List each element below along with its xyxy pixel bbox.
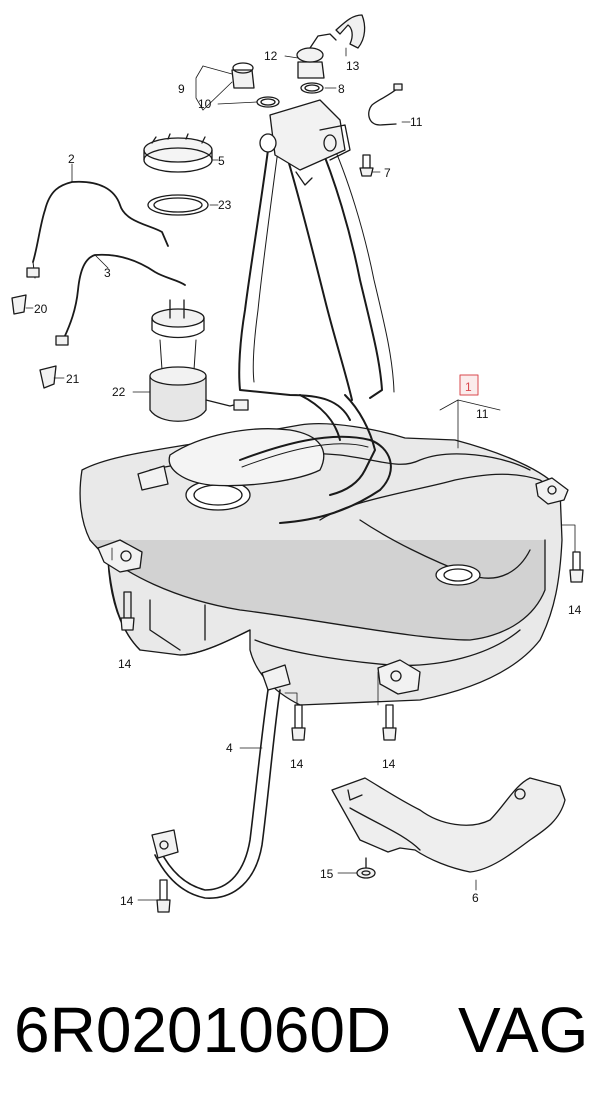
callout-7: 7 — [384, 166, 391, 180]
vent-valve-12 — [296, 33, 337, 79]
breather-hose-13 — [335, 14, 366, 49]
seal-10-and-valve-9 — [231, 62, 280, 108]
callout-10: 10 — [198, 97, 212, 111]
callout-numbers: 1 2 3 4 5 6 7 8 9 10 11 11 12 13 14 14 1… — [34, 49, 582, 908]
callout-13: 13 — [346, 59, 360, 73]
exploded-parts-diagram: 1 2 3 4 5 6 7 8 9 10 11 11 12 13 14 14 1… — [11, 14, 584, 913]
fuel-line-2 — [26, 180, 169, 279]
bolts-14 — [120, 551, 584, 913]
nut-15 — [356, 857, 376, 879]
callout-11-tank: 11 — [476, 407, 489, 421]
callout-14-center: 14 — [382, 757, 396, 771]
part-number: 6R0201060D — [14, 994, 392, 1066]
fuel-pump-module-22 — [149, 299, 249, 422]
highlight-box-1 — [459, 374, 479, 396]
fuel-tank — [79, 423, 569, 706]
callout-22: 22 — [112, 385, 126, 399]
tank-strap-4 — [151, 664, 291, 899]
callout-15: 15 — [320, 867, 334, 881]
seal-ring-23 — [147, 194, 209, 216]
connector-20 — [11, 294, 27, 315]
callout-11-cable: 11 — [410, 115, 423, 129]
callout-14-bottom: 14 — [120, 894, 134, 908]
brand-name: VAG — [458, 994, 589, 1066]
callout-4: 4 — [226, 741, 233, 755]
callout-1: 1 — [465, 380, 472, 394]
sensor-cable-11 — [368, 83, 403, 126]
callout-5: 5 — [218, 154, 225, 168]
heat-shield-6 — [331, 777, 566, 873]
bolt-7 — [359, 154, 374, 177]
callout-9: 9 — [178, 82, 185, 96]
leader-lines — [25, 47, 576, 901]
connector-21 — [39, 365, 57, 389]
fuel-line-3 — [55, 253, 186, 346]
filler-pipe-assembly — [238, 99, 395, 496]
locking-ring-5 — [143, 133, 213, 173]
callout-14-left: 14 — [118, 657, 132, 671]
callout-12: 12 — [264, 49, 278, 63]
callout-20: 20 — [34, 302, 48, 316]
callout-14-strap: 14 — [290, 757, 304, 771]
callout-23: 23 — [218, 198, 232, 212]
callout-6: 6 — [472, 891, 479, 905]
callout-21: 21 — [66, 372, 80, 386]
o-ring-8 — [300, 82, 324, 94]
callout-2: 2 — [68, 152, 75, 166]
callout-8: 8 — [338, 82, 345, 96]
product-caption: 6R0201060D VAG — [0, 975, 600, 1085]
callout-3: 3 — [104, 266, 111, 280]
callout-14-right: 14 — [568, 603, 582, 617]
